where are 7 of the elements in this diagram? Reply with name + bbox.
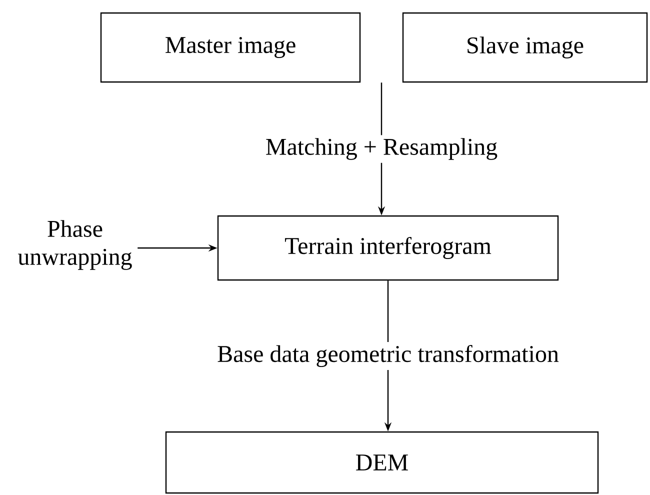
- input-label: Phase unwrapping: [18, 220, 132, 270]
- process-box: DEM: [165, 431, 599, 494]
- process-box: Slave image: [402, 12, 648, 83]
- process-box: Master image: [100, 12, 361, 83]
- edge-label: Base data geometric transformation: [214, 342, 562, 370]
- edge-label: Matching + Resampling: [262, 135, 501, 163]
- process-box: Terrain interferogram: [217, 215, 559, 281]
